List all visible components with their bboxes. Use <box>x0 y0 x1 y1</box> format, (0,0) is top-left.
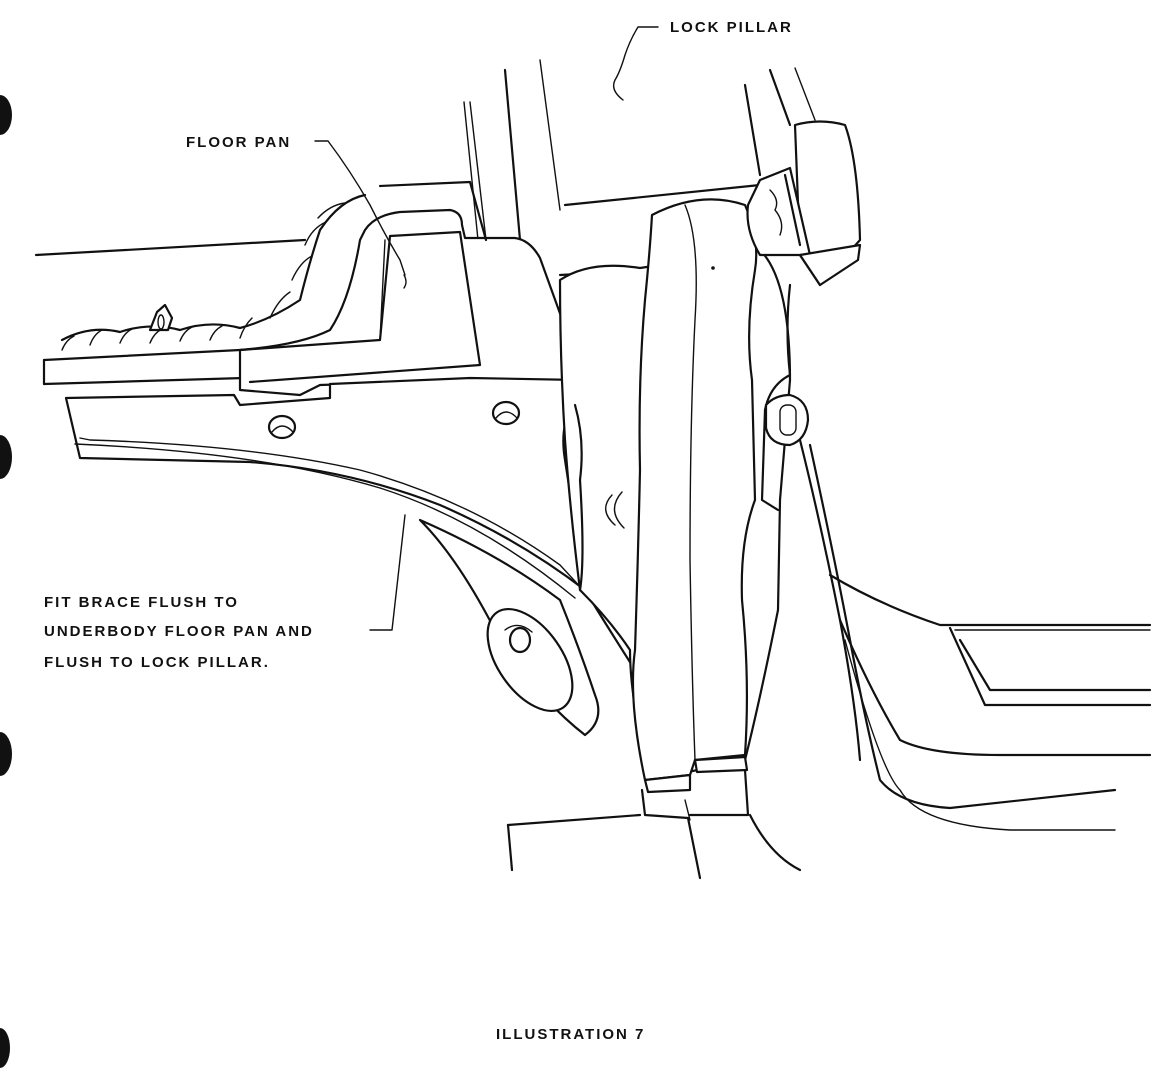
floor-brace <box>64 376 637 737</box>
lock-pillar-label: LOCK PILLAR <box>670 19 793 36</box>
fit-brace-leader <box>369 514 406 631</box>
upper-latch-block <box>746 120 862 287</box>
floor-pan-leader <box>314 140 406 276</box>
pillar-pad <box>631 198 758 794</box>
lock-pillar-leader <box>612 26 659 101</box>
fit-brace-note-line-3: FLUSH TO LOCK PILLAR. <box>44 654 270 671</box>
fit-brace-note-line-2: UNDERBODY FLOOR PAN AND <box>44 623 314 640</box>
binder-hole-1 <box>0 95 12 135</box>
floor-pan-panel <box>238 180 579 397</box>
leader-lines <box>314 26 659 631</box>
binder-hole-2 <box>0 435 12 479</box>
fit-brace-note-line-1: FIT BRACE FLUSH TO <box>44 594 239 611</box>
binder-hole-4 <box>0 1028 10 1068</box>
illustration-caption: ILLUSTRATION 7 <box>496 1026 645 1043</box>
lower-body <box>506 768 802 880</box>
binder-hole-3 <box>0 732 12 776</box>
floor-pan-rail <box>34 193 367 386</box>
right-pillar-structure <box>760 283 1152 831</box>
floor-pan-label: FLOOR PAN <box>186 134 291 151</box>
binder-holes <box>0 95 12 1068</box>
